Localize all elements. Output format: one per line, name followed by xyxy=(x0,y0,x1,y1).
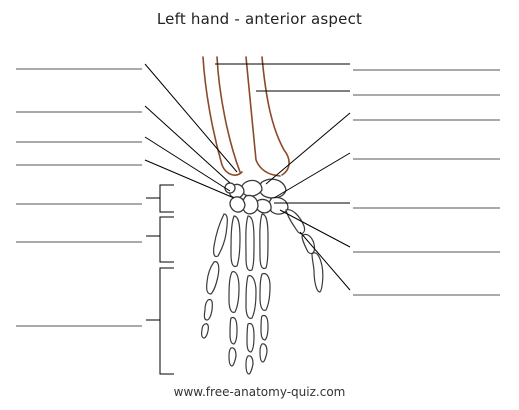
finger-bones xyxy=(201,209,324,375)
leader-line xyxy=(144,159,235,199)
left-label-blanks xyxy=(16,68,142,327)
leader-line xyxy=(144,63,238,173)
middle-finger-bones xyxy=(245,215,257,375)
thumb-bones xyxy=(285,209,324,293)
trapezium xyxy=(268,196,289,215)
diagram-title: Left hand - anterior aspect xyxy=(156,10,363,28)
ring-finger-bones xyxy=(228,215,241,367)
hamate xyxy=(229,196,246,213)
index-finger-bones xyxy=(259,213,271,363)
scaphoid xyxy=(258,178,287,199)
leader-line xyxy=(144,136,231,192)
bracket-carpals xyxy=(146,184,174,213)
website-credit: www.free-anatomy-quiz.com xyxy=(173,385,346,399)
leader-line xyxy=(299,231,351,291)
pisiform xyxy=(224,182,236,194)
leader-lines xyxy=(144,63,351,375)
ulna-bone xyxy=(202,56,243,176)
radius-bone xyxy=(245,56,290,177)
leader-line xyxy=(279,209,351,248)
little-finger-bones xyxy=(201,213,228,339)
right-label-blanks xyxy=(353,69,500,296)
bracket-metacarpals xyxy=(146,216,174,263)
lunate xyxy=(240,179,263,197)
leader-line xyxy=(265,112,351,185)
leader-line xyxy=(144,105,231,184)
leader-line xyxy=(273,152,351,199)
bracket-phalanges xyxy=(146,267,174,375)
carpal-bones xyxy=(224,178,289,215)
forearm-bones xyxy=(202,56,290,177)
